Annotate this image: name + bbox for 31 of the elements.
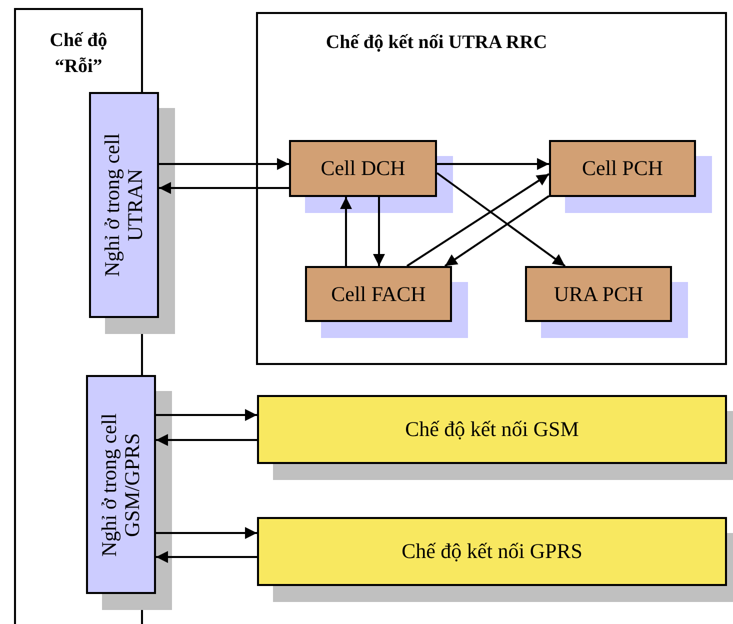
- state-box: [289, 140, 437, 197]
- arrow: [373, 197, 385, 266]
- connection-mode-box: [257, 517, 727, 586]
- state-box: [549, 140, 696, 197]
- frame-heading: Chế độ “Rỗi”: [48, 29, 108, 79]
- arrow: [156, 434, 257, 446]
- state-box: [525, 266, 672, 322]
- arrow: [436, 172, 566, 267]
- state-label: Nghỉ ở trong cell GSM/GPRS: [98, 412, 144, 558]
- state-label: Chế độ kết nối GSM: [405, 417, 579, 442]
- arrow: [444, 195, 550, 267]
- idle-state-box: [86, 375, 156, 594]
- arrow: [156, 527, 257, 539]
- arrow: [159, 182, 289, 194]
- arrow: [159, 158, 289, 170]
- state-label: URA PCH: [554, 282, 644, 306]
- state-label: Chế độ kết nối GPRS: [402, 539, 582, 564]
- frame-heading: Chế độ kết nối UTRA RRC: [324, 31, 548, 55]
- arrow: [156, 409, 257, 421]
- arrow: [156, 551, 257, 563]
- mode-frame: [256, 12, 727, 365]
- idle-state-box: [89, 92, 159, 318]
- arrow: [340, 197, 352, 266]
- state-label: Cell PCH: [582, 156, 664, 181]
- state-label: Cell FACH: [331, 282, 426, 306]
- state-label: Cell DCH: [320, 156, 406, 181]
- connection-mode-box: [257, 395, 727, 464]
- arrow: [406, 173, 550, 267]
- state-label: Nghỉ ở trong cell UTRAN: [100, 132, 148, 279]
- arrow: [437, 158, 549, 170]
- state-box: [305, 266, 452, 322]
